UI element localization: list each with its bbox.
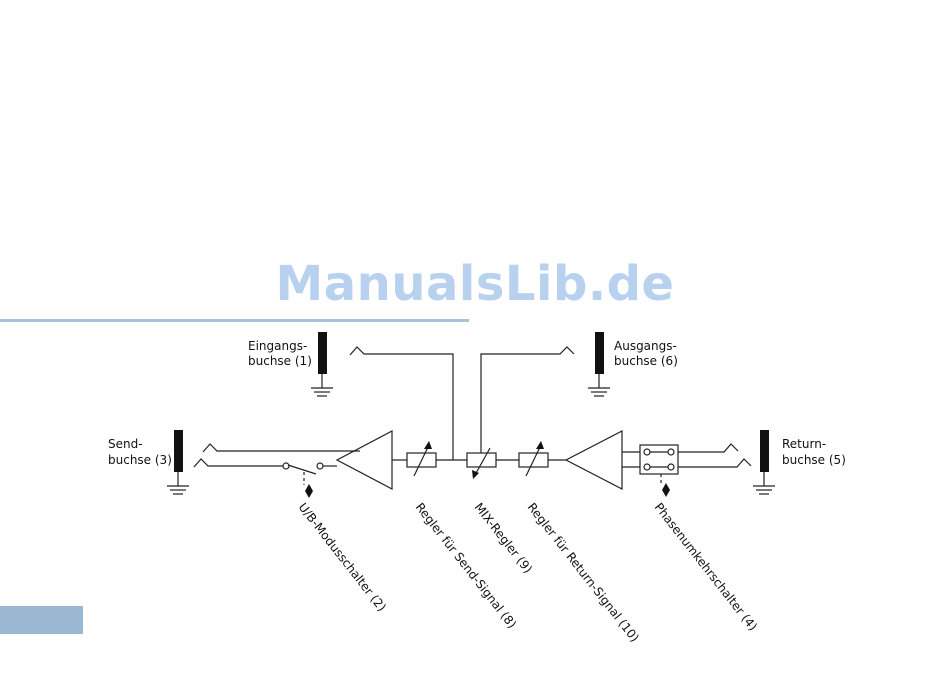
send-amplifier [337, 431, 392, 489]
phase-switch [640, 445, 678, 474]
send-level-pot [407, 441, 436, 476]
input-jack-label-1: Eingangs- [248, 339, 307, 353]
mode-switch-actuator [304, 472, 313, 498]
output-jack-label-2: buchse (6) [614, 354, 678, 368]
phase-switch-actuator [661, 474, 670, 497]
mix-pot [467, 448, 496, 479]
return-jack-label-1: Return- [782, 437, 826, 451]
output-jack-label-1: Ausgangs- [614, 339, 677, 353]
return-level-label: Regler für Return-Signal (10) [525, 500, 642, 644]
input-jack [311, 332, 333, 396]
send-jack-label-1: Send- [108, 437, 143, 451]
return-level-pot [519, 441, 548, 476]
phase-switch-label: Phasenumkehrschalter (4) [652, 500, 760, 633]
input-jack-label-2: buchse (1) [248, 354, 312, 368]
mix-label: MIX-Regler (9) [472, 500, 535, 576]
send-jack-label-2: buchse (3) [108, 453, 172, 467]
return-jack [753, 430, 775, 494]
output-jack [588, 332, 610, 396]
return-jack-label-2: buchse (5) [782, 453, 846, 467]
return-amplifier [566, 431, 622, 489]
mode-switch-label: U/B-Modusschalter (2) [296, 500, 389, 614]
send-level-label: Regler für Send-Signal (8) [413, 500, 520, 631]
